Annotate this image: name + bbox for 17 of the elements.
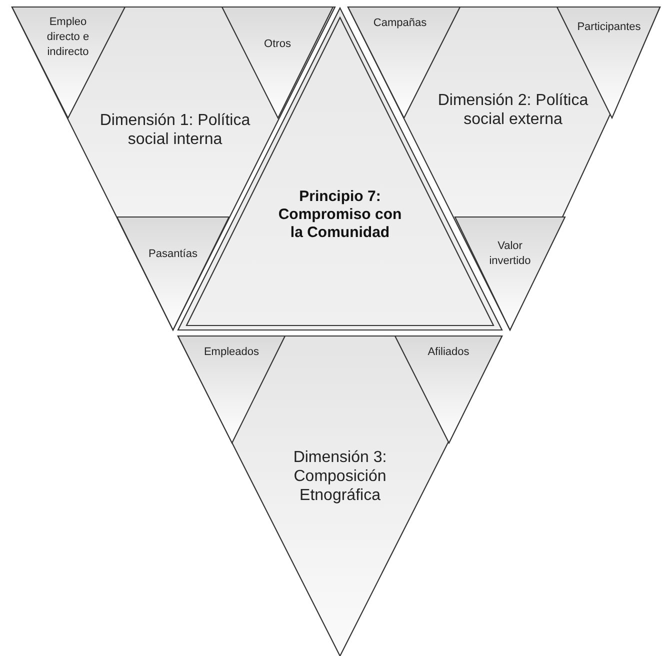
dimension-label: Dimensión 3: Composición Etnográfica xyxy=(292,448,388,506)
segment-triangle xyxy=(117,217,229,330)
segment-label: Pasantías xyxy=(148,247,198,262)
segment-triangle xyxy=(178,336,285,443)
segment-label: Campañas xyxy=(372,16,428,31)
segment-triangle xyxy=(455,217,565,330)
segment-label: Valor invertido xyxy=(488,239,532,269)
dimension-label: Dimensión 1: Política social interna xyxy=(98,111,252,150)
segment-label: Empleados xyxy=(202,345,260,360)
segment-label: Afiliados xyxy=(426,345,470,360)
segment-label: Participantes xyxy=(576,20,642,35)
segment-label: Otros xyxy=(263,37,292,52)
dimension-triangle xyxy=(178,336,502,656)
segment-triangle xyxy=(395,336,502,443)
segment-label: Empleo directo e indirecto xyxy=(46,15,90,60)
dimension-label: Dimensión 2: Política social externa xyxy=(436,91,590,130)
principle-label: Principio 7: Compromiso con la Comunidad xyxy=(277,188,403,242)
